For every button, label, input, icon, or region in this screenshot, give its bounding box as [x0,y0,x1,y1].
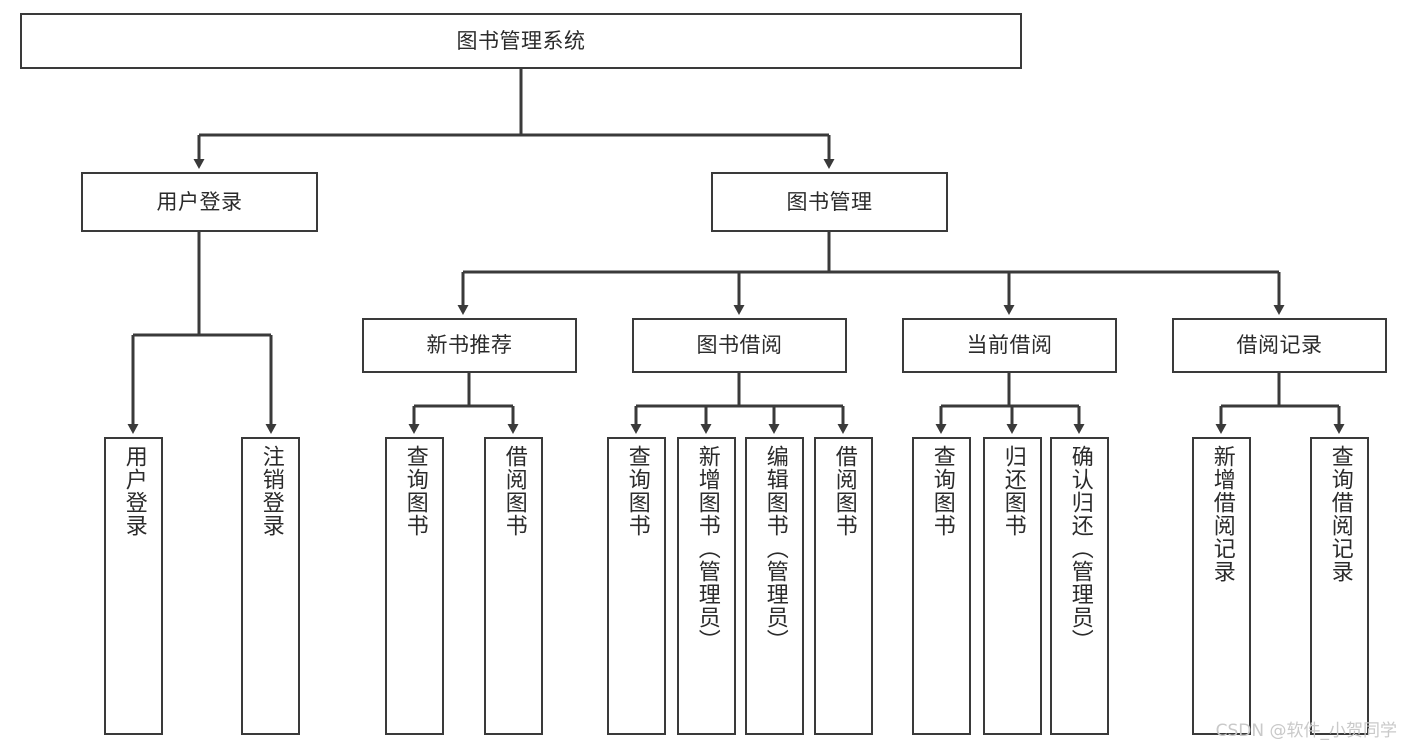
leaf-query-book-2-label: 查询图书 [624,445,650,537]
leaf-query-record[interactable]: 查询借阅记录 [1310,437,1369,735]
csdn-watermark: CSDN @软件_小贺同学 [1215,721,1397,741]
node-book-manage-label: 图书管理 [786,189,873,214]
node-book-manage[interactable]: 图书管理 [711,172,948,232]
leaf-add-record[interactable]: 新增借阅记录 [1192,437,1251,735]
leaf-logout-label: 注销登录 [258,445,284,537]
node-borrow-record-label: 借阅记录 [1236,333,1323,358]
leaf-add-book-label: 新增图书（管理员） [694,445,720,652]
leaf-borrow-book-2-label: 借阅图书 [831,445,857,537]
leaf-add-record-label: 新增借阅记录 [1209,445,1235,583]
node-current-borrow-label: 当前借阅 [966,333,1053,358]
leaf-return-book[interactable]: 归还图书 [983,437,1042,735]
node-current-borrow[interactable]: 当前借阅 [902,318,1117,373]
leaf-confirm-return-label: 确认归还（管理员） [1067,445,1093,652]
leaf-edit-book-label: 编辑图书（管理员） [762,445,788,652]
leaf-borrow-book-1[interactable]: 借阅图书 [484,437,543,735]
leaf-query-book-2[interactable]: 查询图书 [607,437,666,735]
leaf-user-login[interactable]: 用户登录 [104,437,163,735]
leaf-query-record-label: 查询借阅记录 [1327,445,1353,583]
node-root-label: 图书管理系统 [456,28,586,53]
leaf-return-book-label: 归还图书 [1000,445,1026,537]
leaf-borrow-book-2[interactable]: 借阅图书 [814,437,873,735]
node-new-book-rec[interactable]: 新书推荐 [362,318,577,373]
leaf-logout[interactable]: 注销登录 [241,437,300,735]
leaf-query-book-3[interactable]: 查询图书 [912,437,971,735]
node-root[interactable]: 图书管理系统 [20,13,1022,69]
leaf-query-book-3-label: 查询图书 [929,445,955,537]
leaf-borrow-book-1-label: 借阅图书 [501,445,527,537]
node-new-book-rec-label: 新书推荐 [426,333,513,358]
node-user-login[interactable]: 用户登录 [81,172,318,232]
leaf-edit-book[interactable]: 编辑图书（管理员） [745,437,804,735]
node-borrow-record[interactable]: 借阅记录 [1172,318,1387,373]
leaf-confirm-return[interactable]: 确认归还（管理员） [1050,437,1109,735]
node-book-borrow[interactable]: 图书借阅 [632,318,847,373]
leaf-add-book[interactable]: 新增图书（管理员） [677,437,736,735]
leaf-query-book-1-label: 查询图书 [402,445,428,537]
leaf-user-login-label: 用户登录 [121,445,147,537]
node-book-borrow-label: 图书借阅 [696,333,783,358]
node-user-login-label: 用户登录 [156,189,243,214]
leaf-query-book-1[interactable]: 查询图书 [385,437,444,735]
